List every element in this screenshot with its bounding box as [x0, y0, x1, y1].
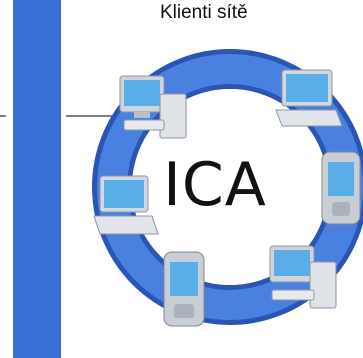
- ica-label: ICA: [163, 150, 267, 220]
- server-bar: [13, 0, 61, 358]
- desktop-computer-icon: [119, 75, 187, 139]
- pda-icon: [163, 251, 205, 327]
- clients-caption: Klienti sítě: [160, 2, 248, 23]
- laptop-icon: [93, 175, 159, 235]
- laptop-icon: [275, 69, 343, 127]
- desktop-computer-icon: [269, 245, 337, 309]
- pda-icon: [321, 151, 361, 225]
